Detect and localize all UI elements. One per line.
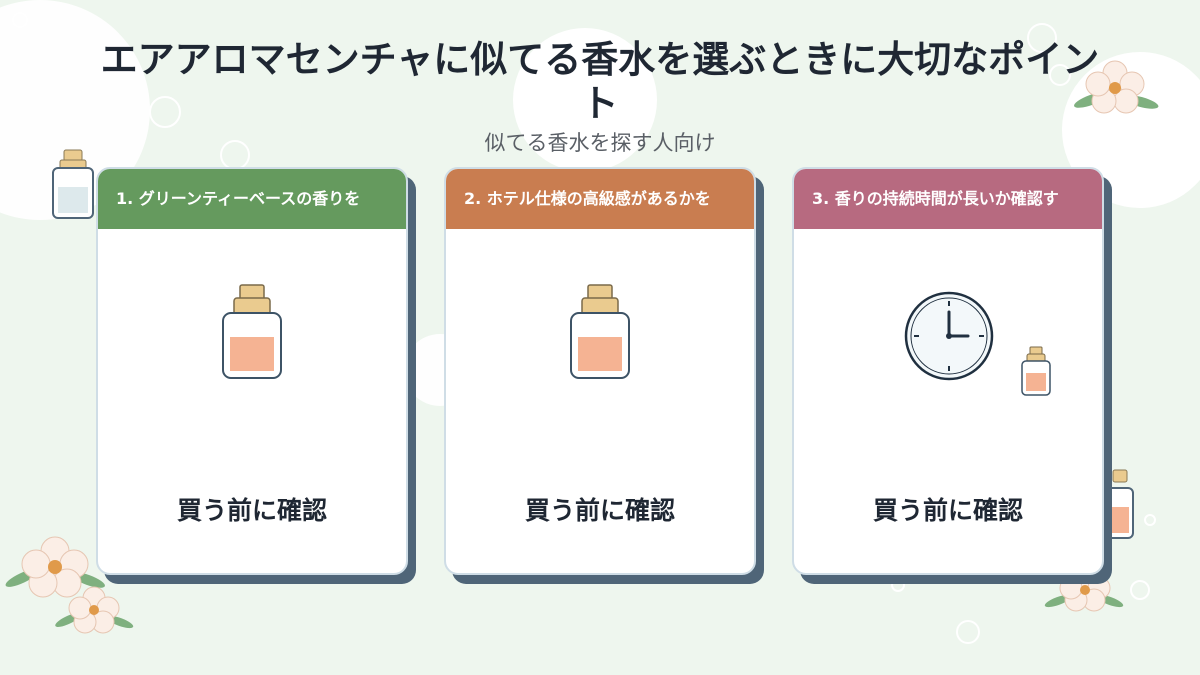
perfume-bottle-icon [222,284,282,379]
decorative-bottle-icon [1104,469,1134,539]
decorative-bottle-icon [52,149,94,219]
card-header: 2. ホテル仕様の高級感があるかを [446,169,754,229]
perfume-bottle-icon [570,284,630,379]
card-header: 1. グリーンティーベースの香りを [98,169,406,229]
page-title: エアアロマセンチャに似てる香水を選ぶときに大切なポイント [100,38,1100,125]
small-perfume-bottle-icon [1021,346,1051,396]
point-card-2: 2. ホテル仕様の高級感があるかを 買う前に確認 [444,167,756,575]
point-card-3: 3. 香りの持続時間が長いか確認す 買う前に確認 [792,167,1104,575]
flower-icon [1073,60,1159,114]
card-footer: 買う前に確認 [524,496,675,525]
point-card-1: 1. グリーンティーベースの香りを 買う前に確認 [96,167,408,575]
card-header: 3. 香りの持続時間が長いか確認す [794,169,1102,229]
flower-icon [5,536,106,598]
clock-icon [904,291,1051,396]
card-footer: 買う前に確認 [176,496,327,525]
page-subtitle: 似てる香水を探す人向け [484,131,716,155]
card-footer: 買う前に確認 [872,496,1023,525]
flower-icon [55,586,134,634]
flower-icon [1044,566,1124,612]
